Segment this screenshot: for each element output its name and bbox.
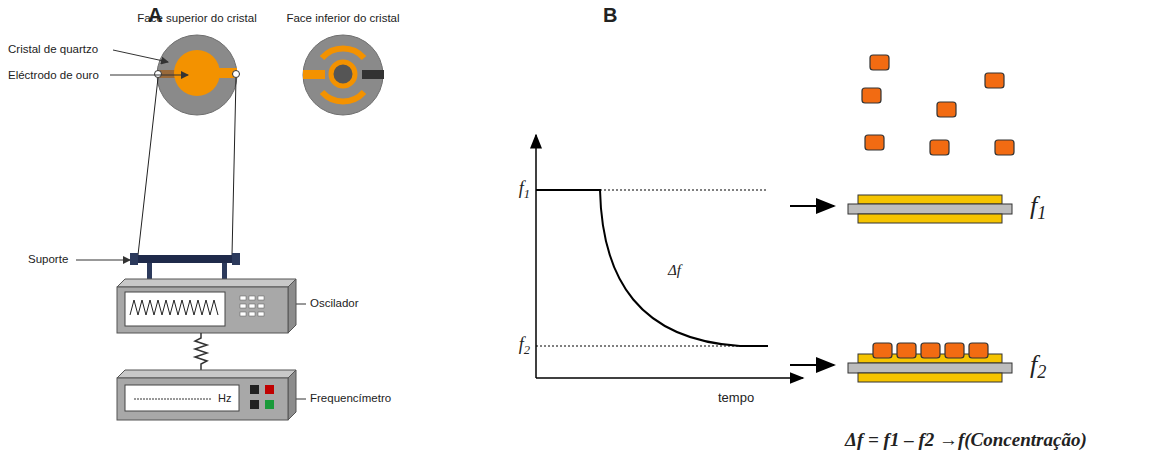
frequency-meter <box>117 370 296 420</box>
wire <box>232 78 236 255</box>
oscillator <box>117 279 296 333</box>
part-label: Frequencímetro <box>310 392 391 405</box>
crystal-bottom-face <box>303 35 384 115</box>
part-label: Oscilador <box>310 297 359 310</box>
spring-cable <box>195 333 207 370</box>
arrow <box>790 364 834 366</box>
axis-value: f1 <box>519 179 530 202</box>
delta-label: Δf <box>668 262 681 279</box>
support <box>130 253 240 282</box>
sensor-before <box>848 195 1012 223</box>
axis-title: tempo <box>718 391 754 405</box>
panel-letter: B <box>603 4 617 26</box>
frequency-label: f2 <box>1030 351 1046 382</box>
arrow <box>790 205 834 207</box>
unit-label: Hz <box>218 392 231 404</box>
part-label: Suporte <box>28 253 68 266</box>
graph <box>536 135 803 378</box>
leader-line <box>76 260 130 261</box>
part-label: Face inferior do cristal <box>286 12 399 25</box>
leader-line <box>110 75 188 76</box>
leader-line <box>113 50 168 62</box>
wire <box>138 78 158 255</box>
frequency-label: f1 <box>1030 192 1046 223</box>
part-label: Eléctrodo de ouro <box>8 69 99 82</box>
part-label: Cristal de quartzo <box>8 43 98 56</box>
formula: Δf = f1 – f2 →f(Concentração) <box>845 430 1087 451</box>
axis-value: f2 <box>519 335 530 358</box>
part-label: Face superior do cristal <box>137 12 257 25</box>
analyte-particles <box>862 55 1014 358</box>
